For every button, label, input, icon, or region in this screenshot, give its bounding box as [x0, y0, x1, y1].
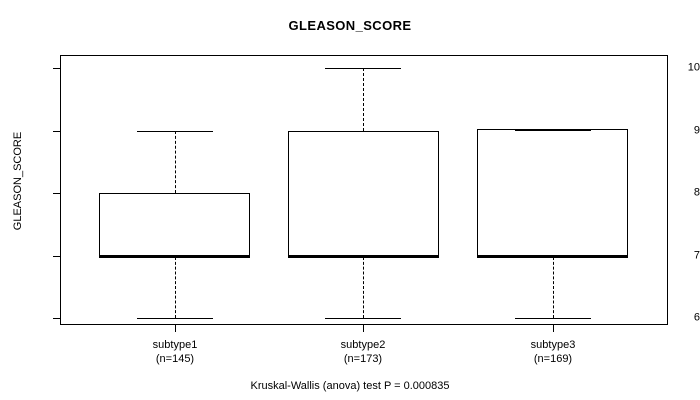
x-tick-mark-subtype2 [363, 325, 364, 332]
y-tick-mark-8 [53, 193, 60, 194]
whisker-cap-lower-subtype2 [325, 318, 401, 319]
whisker-cap-upper-subtype2 [325, 68, 401, 69]
statistical-test-annotation: Kruskal-Wallis (anova) test P = 0.000835 [250, 380, 450, 392]
x-tick-mark-subtype3 [553, 325, 554, 332]
x-tick-label-subtype3: subtype3 (n=169) [473, 338, 633, 366]
x-tick-mark-subtype1 [175, 325, 176, 332]
x-tick-label-subtype2-name: subtype2 [340, 339, 386, 351]
x-tick-label-subtype1: subtype1 (n=145) [95, 338, 255, 366]
x-tick-label-subtype2-count: (n=173) [343, 353, 383, 365]
y-tick-mark-7 [53, 256, 60, 257]
whisker-lower-subtype2 [363, 257, 364, 318]
whisker-cap-lower-subtype3 [515, 318, 591, 319]
y-axis-label: GLEASON_SCORE [12, 131, 24, 231]
x-tick-label-subtype1-count: (n=145) [155, 353, 195, 365]
whisker-cap-lower-subtype1 [137, 318, 213, 319]
x-tick-label-subtype3-name: subtype3 [530, 339, 576, 351]
whisker-upper-subtype2 [363, 68, 364, 131]
y-tick-mark-6 [53, 318, 60, 319]
box-subtype2 [288, 131, 439, 257]
y-tick-label-7: 7 [693, 249, 700, 262]
chart-title: GLEASON_SCORE [288, 18, 412, 33]
x-tick-label-subtype3-count: (n=169) [533, 353, 573, 365]
whisker-cap-upper-subtype1 [137, 131, 213, 132]
x-tick-label-subtype2: subtype2 (n=173) [283, 338, 443, 366]
y-tick-mark-10 [53, 68, 60, 69]
box-subtype1 [99, 193, 250, 257]
whisker-lower-subtype1 [175, 257, 176, 318]
whisker-cap-upper-subtype3 [515, 129, 591, 131]
y-tick-label-10: 10 [687, 61, 700, 74]
box-subtype3 [477, 129, 628, 257]
median-line-subtype2 [288, 255, 439, 258]
median-line-subtype3 [477, 255, 628, 258]
plot-frame [60, 55, 668, 325]
whisker-upper-subtype1 [175, 131, 176, 193]
y-tick-label-9: 9 [693, 124, 700, 137]
whisker-lower-subtype3 [553, 257, 554, 318]
y-tick-mark-9 [53, 131, 60, 132]
y-tick-label-8: 8 [693, 186, 700, 199]
median-line-subtype1 [99, 255, 250, 258]
x-tick-label-subtype1-name: subtype1 [152, 339, 198, 351]
y-tick-label-6: 6 [693, 311, 700, 324]
